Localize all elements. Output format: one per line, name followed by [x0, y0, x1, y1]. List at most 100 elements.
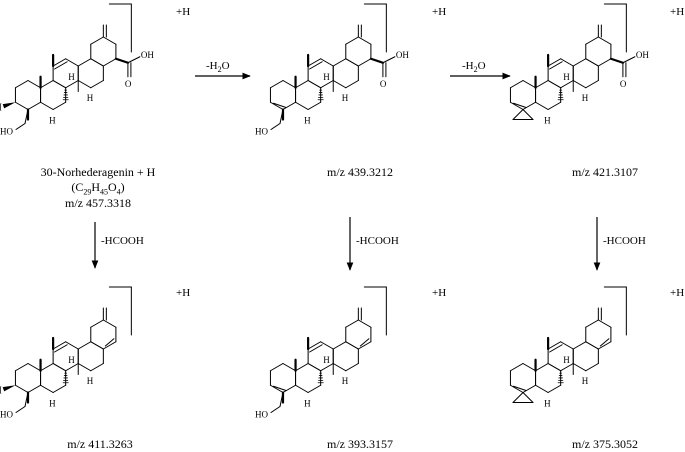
bond: [522, 384, 537, 393]
bond: [549, 61, 563, 70]
bond: [102, 36, 117, 45]
bond: [269, 80, 284, 89]
bond: [382, 56, 396, 64]
bond: [90, 80, 104, 89]
hydroxyl-label: OH: [0, 102, 2, 113]
bond: [269, 101, 284, 110]
carbonyl-o-label: O: [620, 79, 627, 89]
ion-label-2: +H: [432, 6, 447, 18]
hydrogen-label: H: [582, 376, 589, 386]
hydrogen-label: H: [49, 116, 56, 126]
bond: [52, 384, 67, 393]
bond: [54, 61, 68, 70]
bond: [52, 363, 67, 372]
bond: [572, 80, 587, 89]
bond: [512, 109, 524, 120]
hydrogen-label: H: [304, 116, 311, 126]
bond: [572, 58, 587, 67]
bond: [585, 363, 599, 372]
bond: [522, 363, 537, 372]
bond: [560, 341, 574, 350]
hydrogen-label: H: [544, 399, 551, 409]
bond: [269, 384, 284, 393]
bond: [560, 58, 574, 67]
hcooh-loss-label-1: -HCOOH: [101, 235, 144, 247]
mz-label-4: m/z 411.3263: [67, 437, 133, 451]
bond: [585, 80, 599, 89]
bond: [597, 319, 612, 328]
compound-formula: (C29H45O4): [71, 180, 125, 197]
bond: [54, 344, 68, 353]
bond: [535, 80, 549, 89]
hydrogen-label: H: [342, 93, 349, 103]
bond: [522, 392, 534, 403]
bond: [599, 338, 610, 347]
carbonyl-o-label: O: [380, 79, 387, 89]
ion-label-3: +H: [670, 6, 685, 18]
bond: [309, 344, 323, 353]
bond: [522, 109, 534, 120]
bond: [547, 58, 562, 67]
bond: [14, 363, 29, 372]
bond: [535, 384, 549, 393]
bond: [77, 80, 92, 89]
bond: [307, 80, 322, 89]
bond: [585, 319, 599, 328]
bond: [90, 319, 104, 328]
bond: [549, 344, 563, 353]
bond: [597, 58, 612, 67]
bond: [512, 102, 527, 108]
bond: [357, 58, 372, 67]
bond: [65, 363, 79, 372]
bond: [282, 363, 297, 372]
hcooh-loss-label-2: -HCOOH: [356, 235, 399, 247]
bond: [332, 80, 347, 89]
bond: [102, 58, 117, 67]
bond: [345, 36, 359, 45]
compound-name: 30-Norhederagenin + H: [40, 165, 156, 179]
hydroxymethyl-label: HO: [0, 410, 13, 420]
bond: [27, 101, 42, 110]
hcooh-loss-label-3: -HCOOH: [603, 235, 646, 247]
bond: [547, 384, 562, 393]
hydrogen-label: H: [563, 72, 570, 82]
bond: [52, 80, 67, 89]
hydrogen-label: H: [582, 93, 589, 103]
bond: [572, 363, 587, 372]
bond: [535, 363, 549, 372]
carboxyl-oh-label: OH: [636, 50, 649, 60]
bond: [77, 341, 92, 350]
bond: [320, 341, 334, 350]
bond: [522, 80, 537, 89]
bond: [40, 384, 54, 393]
bond: [282, 80, 297, 89]
bond: [332, 341, 347, 350]
hydroxymethyl-label: HO: [0, 127, 13, 137]
water-loss-label-1: -H2O: [206, 60, 230, 75]
bond: [272, 102, 287, 108]
bond: [320, 58, 334, 67]
bond: [585, 341, 599, 350]
bond: [309, 61, 323, 70]
bond: [307, 384, 322, 393]
structure-411: HHHOHHO: [0, 286, 132, 420]
carboxyl-oh-label: OH: [396, 50, 409, 60]
bond: [622, 56, 636, 64]
hydroxymethyl-label: HO: [255, 410, 268, 420]
bond: [102, 341, 117, 350]
bond: [509, 384, 524, 393]
bond: [27, 363, 42, 372]
hydrogen-label: H: [87, 93, 94, 103]
wedge-bond: [2, 102, 16, 109]
bond: [585, 58, 599, 67]
wedge-bond: [2, 385, 16, 392]
bond: [52, 101, 67, 110]
ion-label-1: +H: [176, 6, 191, 18]
bond: [512, 385, 527, 391]
bond: [560, 80, 574, 89]
bond: [547, 101, 562, 110]
bond: [357, 319, 372, 328]
bond: [52, 341, 67, 350]
